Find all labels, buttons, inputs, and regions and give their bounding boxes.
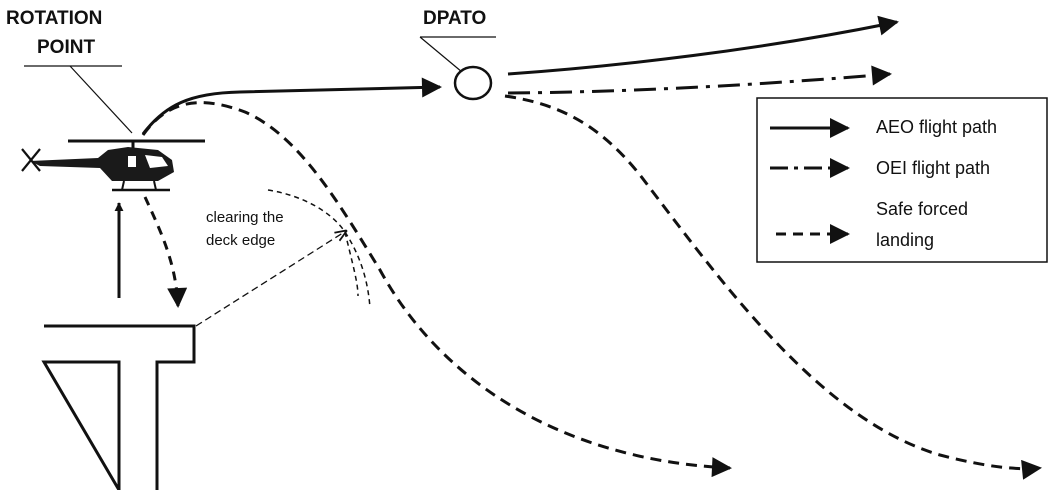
legend-item-forced-landing-line2: landing xyxy=(876,230,934,250)
rotation-point-label-line2: POINT xyxy=(37,37,95,58)
deck-platform-icon xyxy=(41,324,196,490)
rotation-point-label-line1: ROTATION xyxy=(6,8,102,29)
dpato-circle-icon xyxy=(453,65,493,101)
legend-item-aeo: AEO flight path xyxy=(876,117,997,137)
dpato-label: DPATO xyxy=(423,8,486,29)
clearing-label-line1: clearing the xyxy=(206,209,284,226)
deck-edge-clearance-line xyxy=(195,231,346,327)
helicopter-icon xyxy=(30,139,205,192)
aeo-path-continue xyxy=(507,15,899,76)
clearing-label-line2: deck edge xyxy=(206,232,275,249)
safe-forced-landing-path-near xyxy=(141,101,732,478)
legend-box xyxy=(756,97,1048,263)
legend-item-oei: OEI flight path xyxy=(876,158,990,178)
dpato-leader xyxy=(419,36,463,73)
legend: AEO flight path OEI flight path Safe for… xyxy=(756,97,1048,263)
rejected-takeoff-path xyxy=(143,196,188,308)
rotation-point-leader xyxy=(69,65,133,134)
legend-item-forced-landing-line1: Safe forced xyxy=(876,199,968,219)
tail-rotor-icon xyxy=(21,148,41,172)
safe-forced-landing-path-far xyxy=(504,94,1042,480)
clearing-arc-inner xyxy=(344,231,359,297)
aeo-path-to-dpato xyxy=(141,77,442,135)
clearing-arc xyxy=(267,189,371,309)
oei-path xyxy=(507,65,892,95)
